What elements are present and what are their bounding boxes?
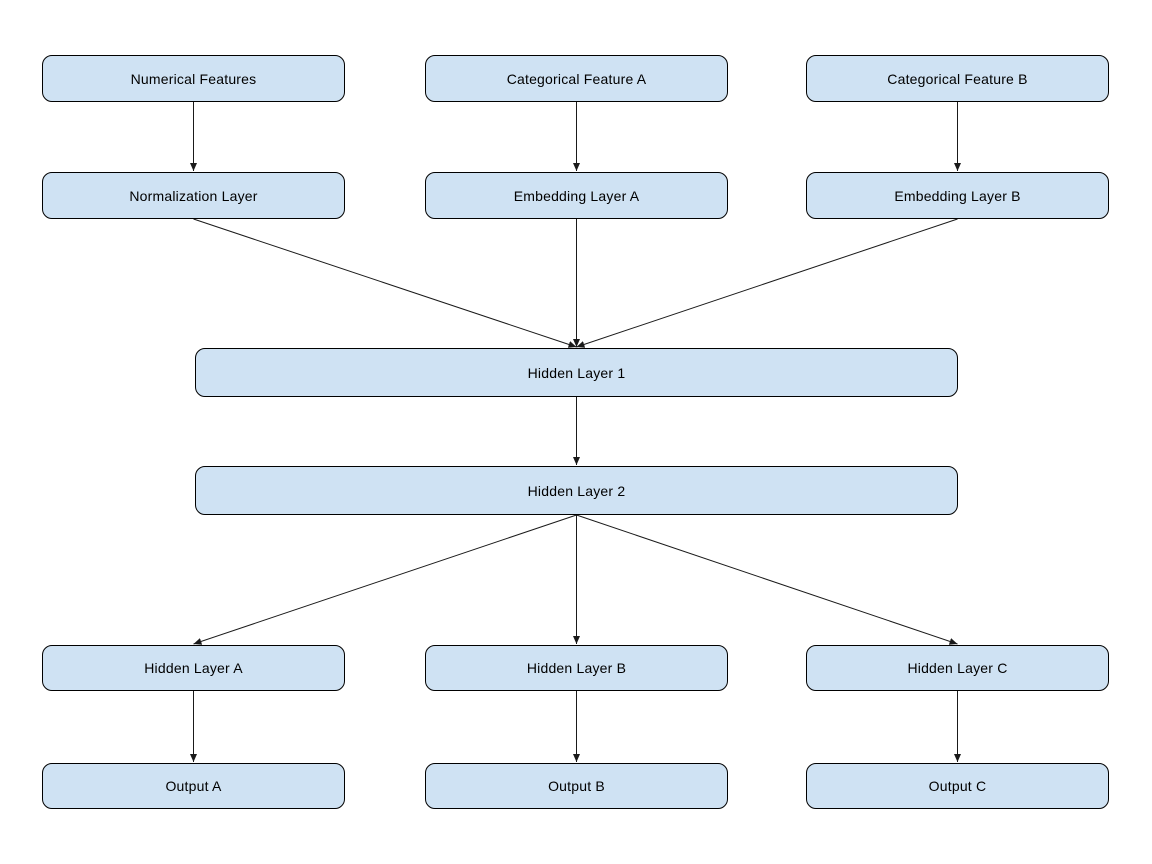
edge-embedding-layer-b-to-hidden-layer-1 [576,218,958,348]
node-embedding-layer-a: Embedding Layer A [425,172,728,219]
node-label: Output B [548,778,605,794]
node-label: Output A [165,778,222,794]
node-label: Embedding Layer A [513,187,640,204]
node-hidden-layer-a: Hidden Layer A [42,645,345,691]
node-label: Embedding Layer B [894,187,1021,204]
node-normalization-layer: Normalization Layer [42,172,345,219]
node-label: Hidden Layer B [526,660,627,676]
node-hidden-layer-c: Hidden Layer C [806,645,1109,691]
node-hidden-layer-2: Hidden Layer 2 [195,466,958,515]
node-output-c: Output C [806,763,1109,809]
node-label: Normalization Layer [129,187,258,204]
node-hidden-layer-b: Hidden Layer B [425,645,728,691]
node-output-a: Output A [42,763,345,809]
node-numerical-features: Numerical Features [42,55,345,102]
node-output-b: Output B [425,763,728,809]
node-categorical-feature-b: Categorical Feature B [806,55,1109,102]
node-categorical-feature-a: Categorical Feature A [425,55,728,102]
node-label: Hidden Layer 2 [527,482,626,499]
node-label: Numerical Features [130,70,257,87]
edge-hidden-layer-2-to-hidden-layer-c [576,514,958,645]
node-label: Categorical Feature A [506,70,647,87]
node-label: Hidden Layer C [907,660,1008,676]
node-embedding-layer-b: Embedding Layer B [806,172,1109,219]
node-label: Categorical Feature B [887,70,1028,87]
node-label: Output C [928,778,987,794]
edge-hidden-layer-2-to-hidden-layer-a [193,514,577,645]
edge-normalization-layer-to-hidden-layer-1 [193,218,577,348]
node-hidden-layer-1: Hidden Layer 1 [195,348,958,397]
node-label: Hidden Layer A [144,660,243,676]
node-label: Hidden Layer 1 [527,364,626,381]
